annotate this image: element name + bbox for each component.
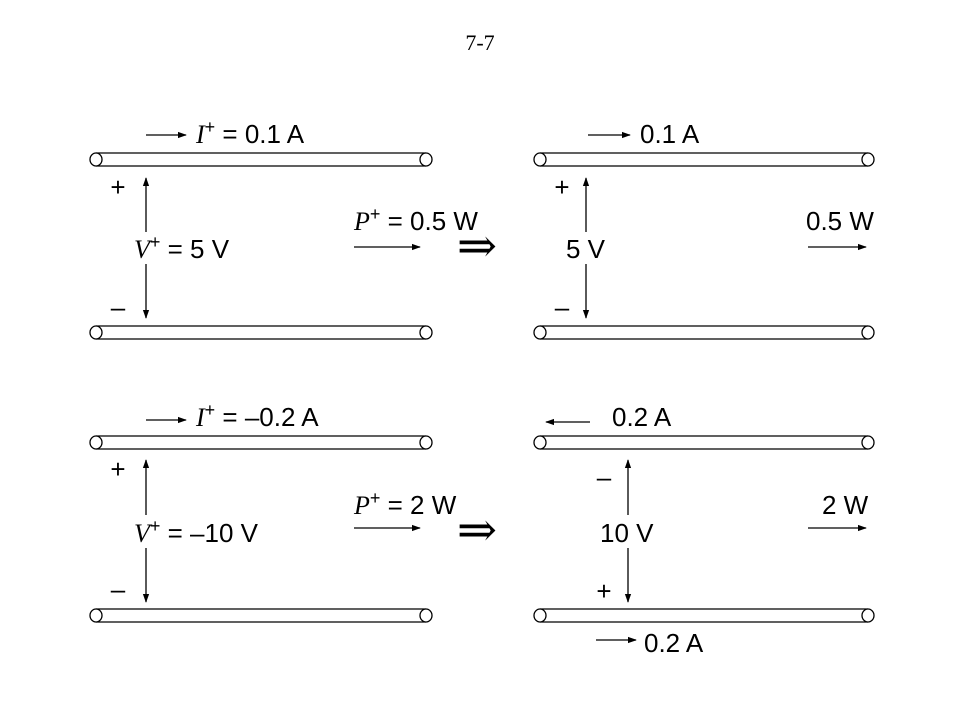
implies-arrow-2: ⇒ <box>457 504 497 557</box>
voltage-label-right-2: 10 V <box>600 518 654 548</box>
plus-sign-right-2: + <box>596 576 611 606</box>
line-bottom-left-2 <box>89 608 433 623</box>
power-label-right-2: 2 W <box>822 490 869 520</box>
line-top-left-2 <box>89 435 433 450</box>
minus-sign-left-2: – <box>111 574 126 604</box>
power-label-right-1: 0.5 W <box>806 206 874 236</box>
current-label-bottom-right-2: 0.2 A <box>644 628 704 658</box>
line-top-left-1 <box>89 152 433 167</box>
plus-sign-right-1: + <box>554 172 569 202</box>
line-bottom-right-1 <box>533 325 875 340</box>
voltage-label-left-2: V+ = –10 V <box>134 516 259 548</box>
current-label-right-1: 0.1 A <box>640 119 700 149</box>
minus-sign-left-1: – <box>111 292 126 322</box>
voltage-label-right-1: 5 V <box>566 234 606 264</box>
power-label-left-1: P+ = 0.5 W <box>353 204 478 236</box>
plus-sign-left-1: + <box>110 172 125 202</box>
line-top-right-2 <box>533 435 875 450</box>
power-label-left-2: P+ = 2 W <box>353 488 457 520</box>
current-label-left-1: I+ = 0.1 A <box>195 117 305 149</box>
minus-sign-right-2: – <box>597 462 612 492</box>
current-label-left-2: I+ = –0.2 A <box>195 400 319 432</box>
page-number: 7-7 <box>465 30 494 55</box>
current-label-top-right-2: 0.2 A <box>612 402 672 432</box>
line-bottom-left-1 <box>89 325 433 340</box>
line-top-right-1 <box>533 152 875 167</box>
minus-sign-right-1: – <box>555 292 570 322</box>
line-bottom-right-2 <box>533 608 875 623</box>
plus-sign-left-2: + <box>110 454 125 484</box>
implies-arrow-1: ⇒ <box>457 220 497 273</box>
voltage-label-left-1: V+ = 5 V <box>134 232 230 264</box>
